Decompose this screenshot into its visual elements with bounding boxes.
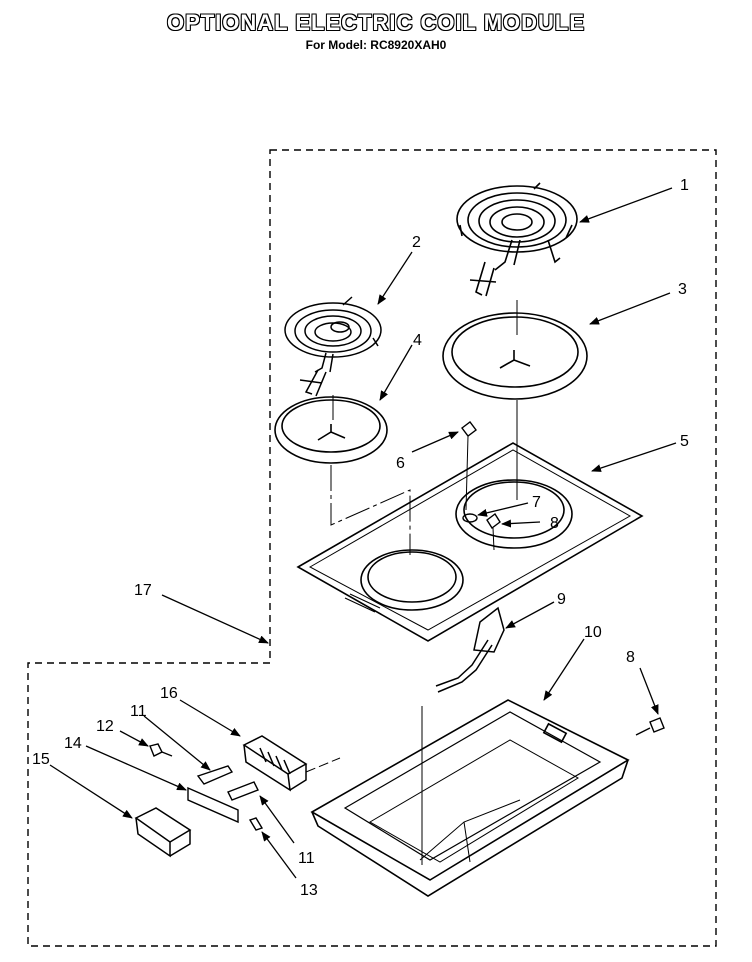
screw-8-plate: [486, 512, 501, 551]
diagram-title: OPTIONAL ELECTRIC COIL MODULE: [166, 10, 586, 35]
callout-7: 7: [532, 494, 541, 511]
bracket-14: [187, 786, 239, 824]
screw-12: [149, 743, 173, 757]
cover-15: [134, 807, 192, 858]
callout-1: 1: [680, 177, 689, 194]
callout-15: 15: [32, 751, 50, 768]
callout-3: 3: [678, 281, 687, 298]
screw-8-box: [635, 717, 665, 736]
callout-11-upper: 11: [130, 703, 147, 720]
large-coil-element: [456, 182, 578, 297]
callout-5: 5: [680, 433, 689, 450]
model-subtitle: For Model: RC8920XAH0: [305, 38, 447, 52]
callout-10: 10: [584, 624, 602, 641]
clip-11-upper: [196, 765, 234, 785]
callout-9: 9: [557, 591, 566, 608]
screw-6: [461, 421, 477, 511]
callout-6: 6: [396, 455, 405, 472]
callout-2: 2: [412, 234, 421, 251]
callout-8-plate: 8: [550, 515, 559, 532]
cooktop-plate: [296, 442, 644, 642]
large-drip-bowl: [442, 312, 588, 400]
callout-8-box: 8: [626, 649, 635, 666]
burner-box: [310, 699, 630, 897]
clip-7: [462, 513, 478, 523]
callout-12: 12: [96, 718, 114, 735]
callout-16: 16: [160, 685, 178, 702]
callout-14: 14: [64, 735, 82, 752]
receptacle-block: [242, 735, 308, 792]
callout-11-lower: 11: [298, 850, 315, 867]
callout-13: 13: [300, 882, 318, 899]
leader-arrows: [49, 187, 677, 879]
small-drip-bowl: [274, 396, 388, 464]
callout-4: 4: [413, 332, 422, 349]
clip-11-lower: [227, 781, 259, 801]
module-boundary-dashed: [27, 149, 717, 947]
callout-17: 17: [134, 582, 152, 599]
terminal-block-wire: [435, 606, 505, 693]
screw-13: [248, 817, 264, 831]
small-coil-element: [284, 296, 382, 397]
